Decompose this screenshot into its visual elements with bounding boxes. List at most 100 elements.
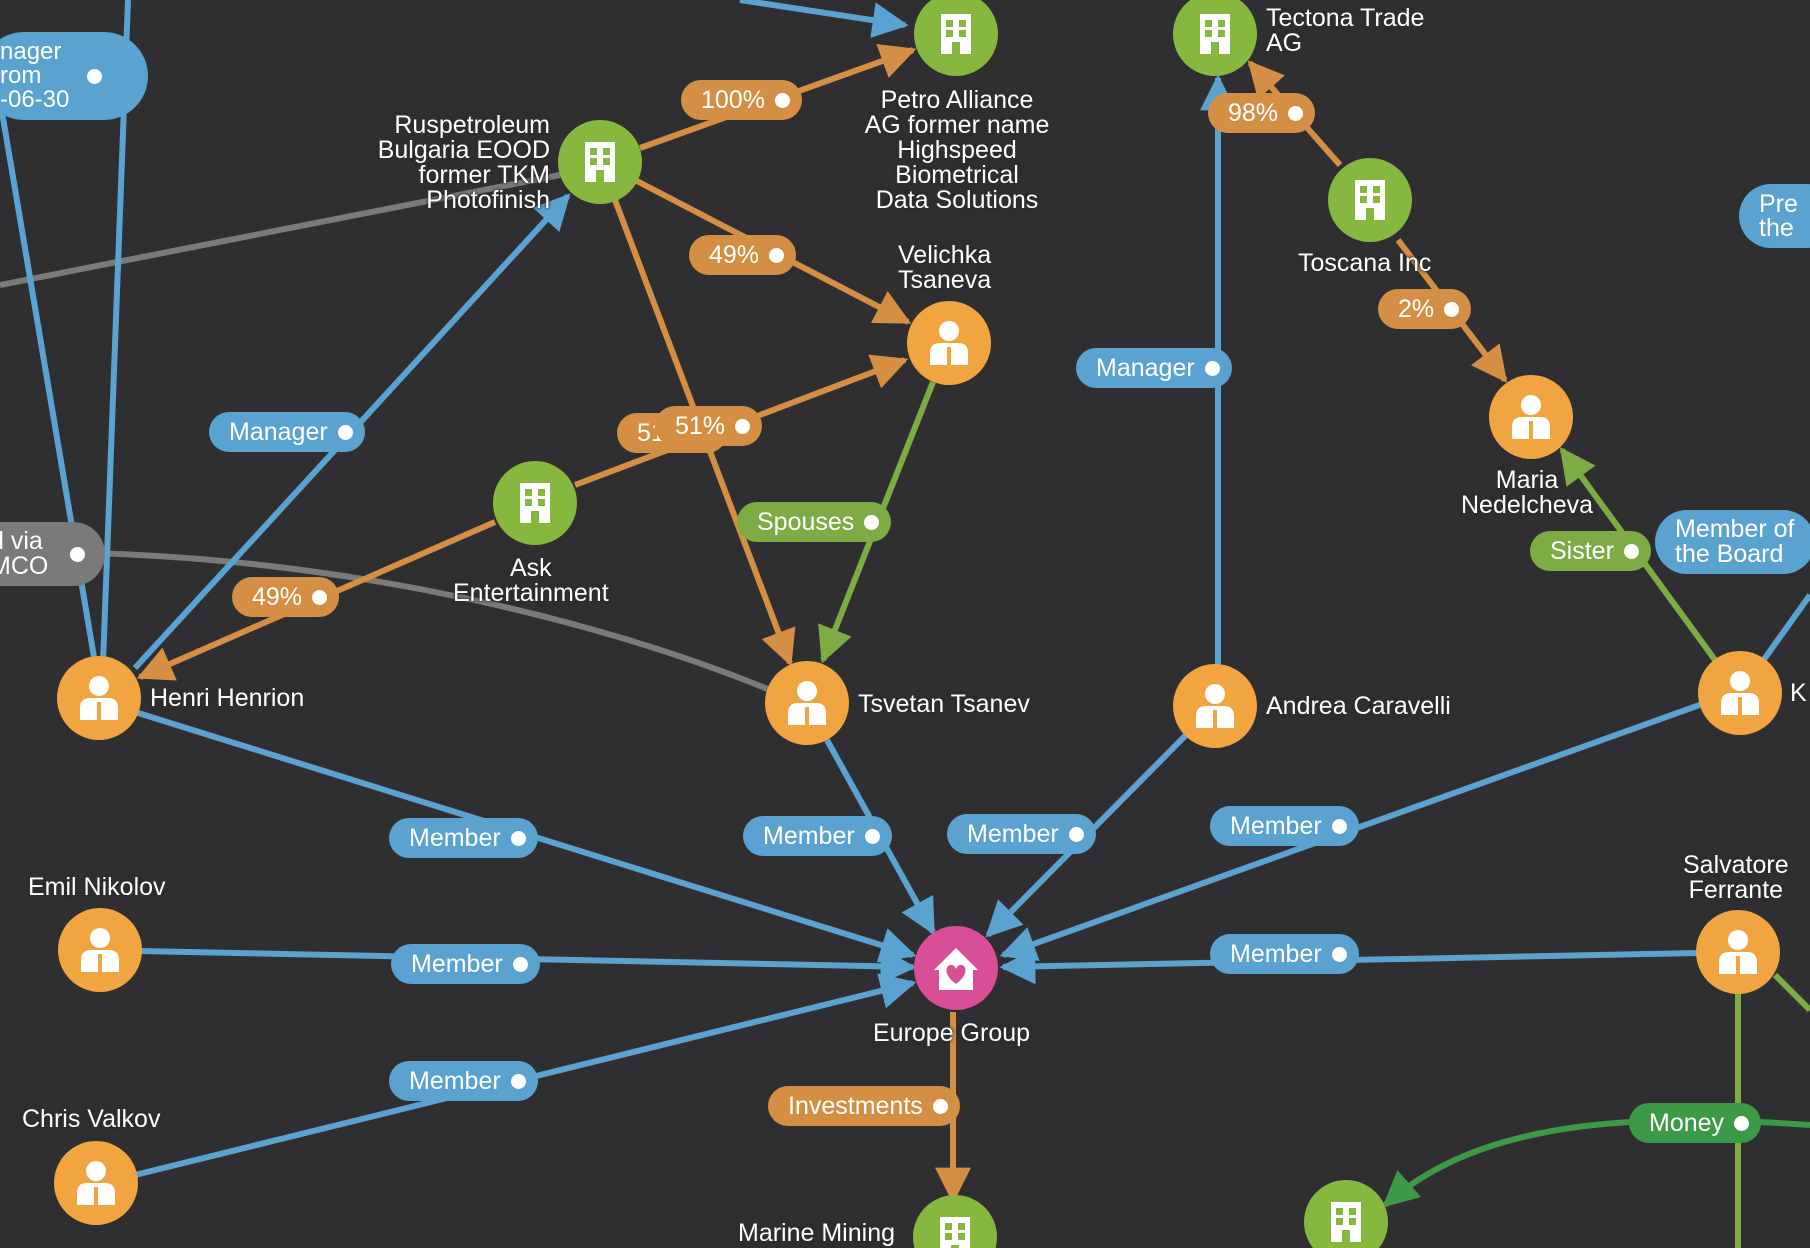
label-toscana: Toscana Inc bbox=[1298, 249, 1432, 277]
node-velichka[interactable] bbox=[907, 301, 991, 385]
edge-label-member-emil[interactable]: Member bbox=[391, 944, 540, 984]
edge-label-dot bbox=[1623, 543, 1639, 559]
edge-label-member-henri[interactable]: Member bbox=[389, 818, 538, 858]
edge-label-dot bbox=[1331, 946, 1347, 962]
label-chris: Chris Valkov bbox=[22, 1105, 161, 1133]
node-petro-alliance[interactable] bbox=[914, 0, 998, 76]
node-marine-mining[interactable] bbox=[913, 1195, 997, 1248]
edge-label-dot bbox=[1734, 1115, 1750, 1131]
node-tsvetan[interactable] bbox=[765, 661, 849, 745]
label-andrea: Andrea Caravelli bbox=[1266, 692, 1451, 720]
edge-label-49-ask[interactable]: 49% bbox=[232, 577, 340, 617]
edge-label-49-top[interactable]: 49% bbox=[689, 235, 797, 275]
edge-label-money[interactable]: Money bbox=[1629, 1103, 1762, 1143]
building-icon bbox=[940, 1217, 970, 1248]
label-maria: Maria Nedelcheva bbox=[1461, 466, 1594, 519]
building-icon bbox=[585, 142, 615, 182]
edge-label-dot bbox=[510, 1073, 526, 1089]
edge-label-dot bbox=[774, 92, 790, 108]
edge-label-member-tsvetan[interactable]: Member bbox=[743, 816, 892, 856]
label-tectona: Tectona Trade AG bbox=[1266, 4, 1425, 57]
edge-label-dot bbox=[864, 828, 880, 844]
person-icon bbox=[1719, 930, 1757, 974]
edge-gray-lower[interactable] bbox=[89, 550, 772, 693]
edge-label-member-k[interactable]: Member bbox=[1210, 806, 1359, 846]
edge-top-to-petro[interactable] bbox=[739, 0, 909, 38]
edge-label-98[interactable]: 98% bbox=[1208, 93, 1316, 133]
edge-gray-top[interactable] bbox=[0, 172, 561, 288]
edge-label-dot bbox=[932, 1098, 948, 1114]
edge-label-sister[interactable]: Sister bbox=[1530, 531, 1651, 571]
label-emil: Emil Nikolov bbox=[28, 873, 166, 901]
edge-label-51[interactable]: 51% bbox=[655, 406, 763, 446]
edge-label-dot bbox=[1204, 360, 1220, 376]
node-k-person[interactable] bbox=[1698, 651, 1782, 735]
building-icon bbox=[1355, 180, 1385, 220]
building-icon bbox=[941, 14, 971, 54]
label-europe-group: Europe Group bbox=[873, 1019, 1031, 1047]
edge-label-dot bbox=[735, 418, 751, 434]
person-icon bbox=[77, 1161, 115, 1205]
node-chris[interactable] bbox=[54, 1141, 138, 1225]
edge-salvatore-right[interactable] bbox=[1772, 972, 1810, 1013]
node-company-bottom-right[interactable] bbox=[1304, 1180, 1388, 1248]
edge-label-dot bbox=[1068, 826, 1084, 842]
edge-k-board[interactable] bbox=[1757, 593, 1810, 667]
label-tsvetan: Tsvetan Tsanev bbox=[858, 690, 1030, 718]
edge-label-dot bbox=[512, 956, 528, 972]
person-icon bbox=[788, 681, 826, 725]
edge-label-member-andrea[interactable]: Member bbox=[947, 814, 1096, 854]
label-velichka: Velichka Tsaneva bbox=[898, 241, 992, 294]
node-tectona[interactable] bbox=[1173, 0, 1257, 76]
label-petro-alliance: Petro Alliance AG former name Highspeed … bbox=[864, 86, 1050, 214]
edge-label-dot bbox=[337, 424, 353, 440]
building-icon bbox=[520, 483, 550, 523]
label-salvatore: Salvatore Ferrante bbox=[1683, 851, 1789, 904]
edge-label-dot bbox=[1288, 105, 1304, 121]
node-europe-group[interactable] bbox=[914, 926, 998, 1010]
edge-label-spouses[interactable]: Spouses bbox=[737, 502, 892, 542]
edge-label-dot bbox=[70, 546, 86, 562]
edge-label-member-board[interactable]: Member of the Board bbox=[1655, 510, 1810, 574]
node-ask-ent[interactable] bbox=[493, 461, 577, 545]
person-icon bbox=[1512, 395, 1550, 439]
label-k: K bbox=[1790, 679, 1807, 707]
node-salvatore[interactable] bbox=[1696, 910, 1780, 994]
label-ruspetroleum: Ruspetroleum Bulgaria EOOD former TKM Ph… bbox=[377, 111, 550, 214]
node-henri[interactable] bbox=[57, 656, 141, 740]
edge-label-investments[interactable]: Investments bbox=[768, 1086, 960, 1126]
edge-label-manager-andrea[interactable]: Manager bbox=[1076, 348, 1232, 388]
node-toscana[interactable] bbox=[1328, 158, 1412, 242]
edge-label-member-chris[interactable]: Member bbox=[389, 1061, 538, 1101]
label-ask-entertainment: Ask Entertainment bbox=[453, 554, 609, 607]
node-andrea[interactable] bbox=[1173, 664, 1257, 748]
edge-label-dot bbox=[510, 830, 526, 846]
edge-label-dot bbox=[312, 589, 328, 605]
building-icon bbox=[1331, 1202, 1361, 1242]
edge-label-pre-right[interactable]: Pre the bbox=[1739, 184, 1810, 248]
nodes-layer bbox=[54, 0, 1782, 1248]
edge-label-dot bbox=[87, 68, 103, 84]
edge-label-dot bbox=[1331, 818, 1347, 834]
house-heart-icon bbox=[934, 948, 978, 990]
edge-label-manager-top-left[interactable]: nager rom -06-30 bbox=[0, 32, 148, 120]
person-icon bbox=[930, 321, 968, 365]
node-emil[interactable] bbox=[58, 908, 142, 992]
person-icon bbox=[1196, 684, 1234, 728]
edge-label-manager-henri[interactable]: Manager bbox=[209, 412, 365, 452]
person-icon bbox=[1721, 671, 1759, 715]
edge-label-100[interactable]: 100% bbox=[681, 80, 802, 120]
edge-label-dot bbox=[1444, 301, 1460, 317]
node-ruspetroleum[interactable] bbox=[558, 120, 642, 204]
edge-label-2[interactable]: 2% bbox=[1378, 289, 1472, 329]
building-icon bbox=[1200, 14, 1230, 54]
person-icon bbox=[80, 676, 118, 720]
label-marine-mining: Marine Mining bbox=[738, 1219, 896, 1247]
edge-label-member-salvatore[interactable]: Member bbox=[1210, 934, 1359, 974]
label-henri: Henri Henrion bbox=[150, 684, 305, 712]
edge-label-dot bbox=[864, 514, 880, 530]
node-maria[interactable] bbox=[1489, 375, 1573, 459]
edge-label-dot bbox=[769, 247, 785, 263]
edge-label-via-left[interactable]: d via MCO bbox=[0, 522, 105, 586]
person-icon bbox=[81, 928, 119, 972]
